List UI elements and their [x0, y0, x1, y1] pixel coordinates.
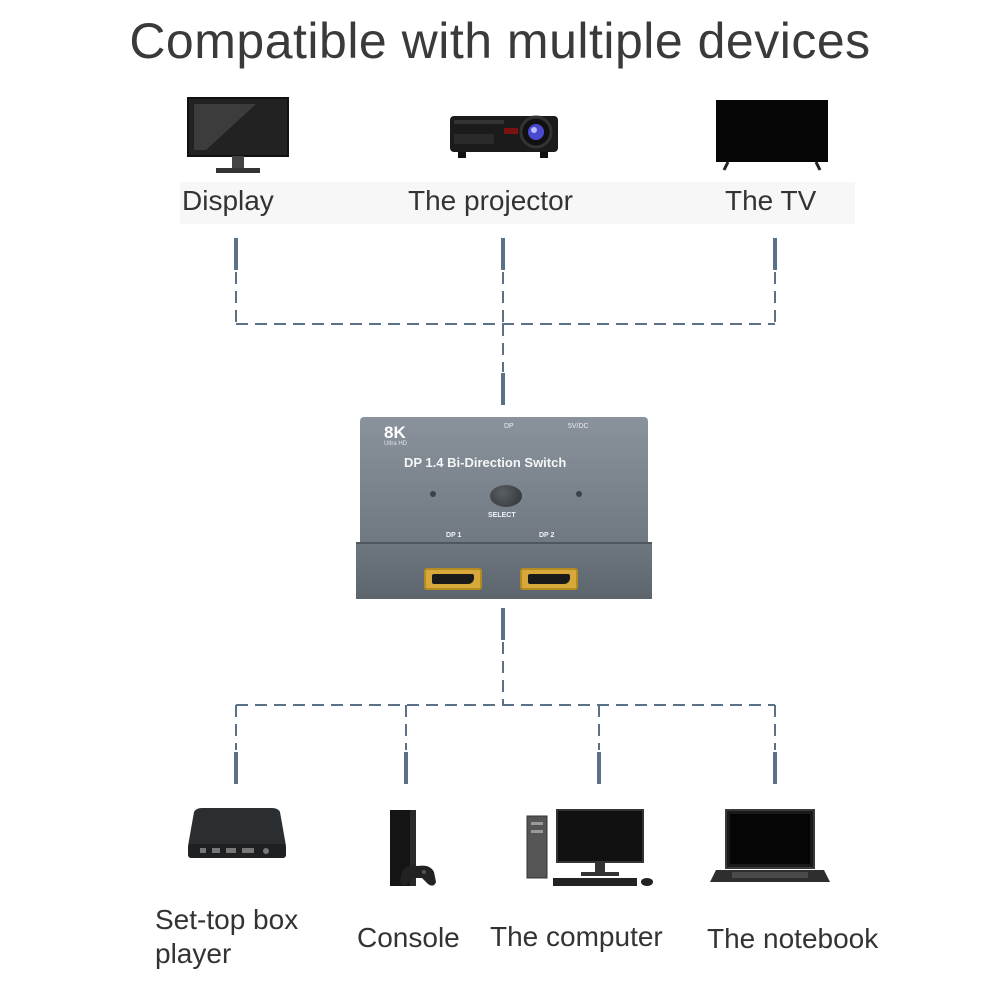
port2-label: DP 2: [539, 532, 555, 539]
switch-badge: 8K: [384, 423, 406, 442]
game-console-icon: [388, 808, 438, 895]
dp-port-1-icon: [424, 568, 482, 590]
page-title: Compatible with multiple devices: [129, 13, 871, 69]
switch-top-dp-label: DP: [504, 423, 514, 430]
select-label: SELECT: [488, 512, 516, 519]
led-right-icon: [576, 491, 582, 497]
laptop-icon: [708, 808, 832, 891]
label-display: Display: [182, 185, 274, 216]
desktop-computer-icon: [525, 808, 657, 893]
dp-port-2-icon: [520, 568, 578, 590]
label-set-top-box-line2: player: [155, 938, 232, 969]
switch-front-panel: [356, 542, 652, 599]
output-label-band: [180, 182, 855, 224]
label-set-top-box-line1: Set-top box: [155, 904, 299, 935]
label-tv: The TV: [725, 185, 817, 216]
tv-icon: [714, 98, 830, 177]
label-console: Console: [357, 922, 460, 953]
set-top-box-icon: [186, 806, 288, 867]
label-notebook: The notebook: [707, 923, 879, 954]
label-projector: The projector: [408, 185, 573, 216]
dp-switch-device: 8K Ultra HD DP 5V/DC DP 1.4 Bi-Direction…: [356, 417, 652, 599]
select-button: [490, 485, 522, 507]
led-left-icon: [430, 491, 436, 497]
switch-badge-sub: Ultra HD: [384, 441, 408, 447]
monitor-icon: [186, 96, 290, 183]
switch-top-panel: 8K Ultra HD DP 5V/DC DP 1.4 Bi-Direction…: [360, 417, 648, 545]
label-set-top-box: Set-top box player: [155, 903, 298, 971]
switch-top-dc-label: 5V/DC: [568, 423, 589, 430]
label-computer: The computer: [490, 921, 663, 952]
projector-icon: [448, 110, 560, 167]
port1-label: DP 1: [446, 532, 462, 539]
switch-name: DP 1.4 Bi-Direction Switch: [404, 455, 567, 470]
